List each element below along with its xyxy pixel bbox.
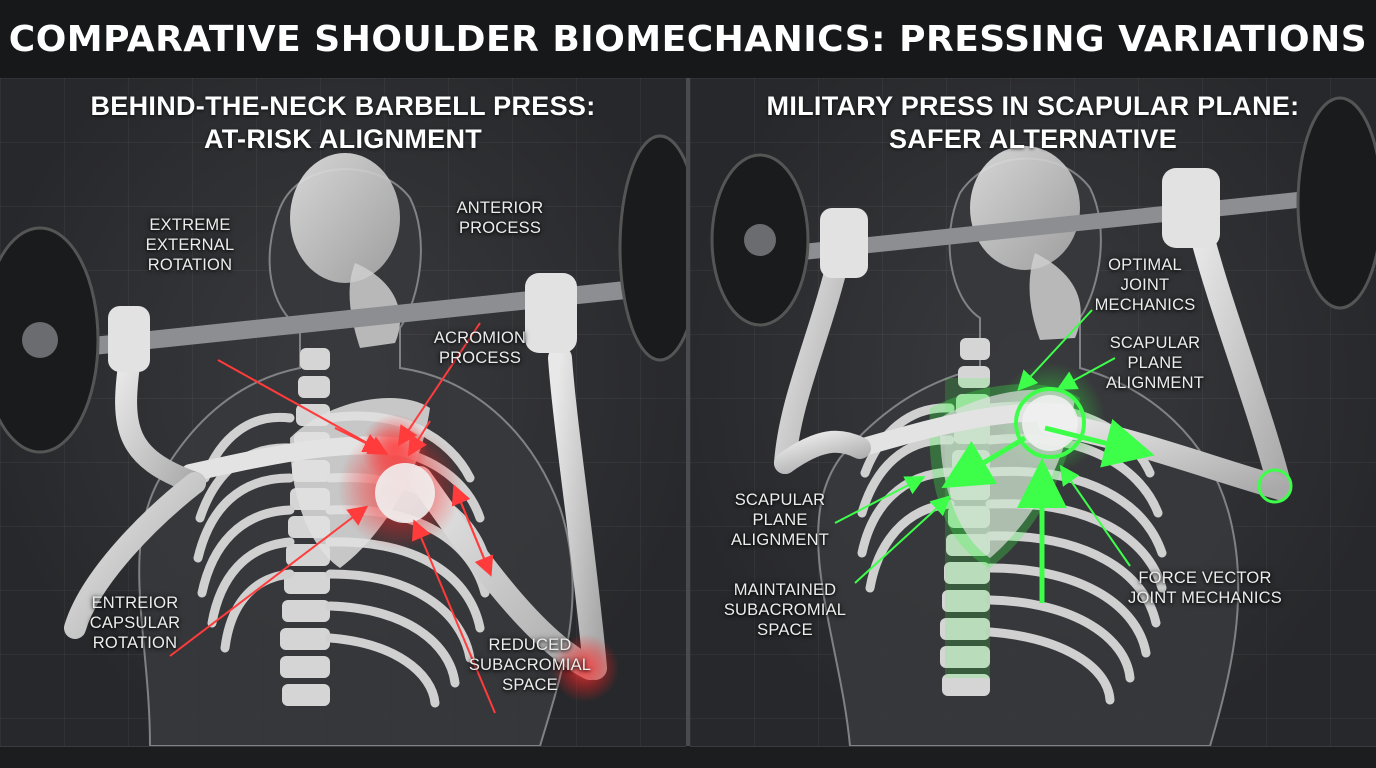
label-line: ROTATION [92,634,178,652]
label-line: SPACE [757,621,813,639]
label-line: ENTREIOR [91,594,179,612]
label-line: ALIGNMENT [1105,374,1205,392]
label-maintained-subacromial-space: MAINTAINED SUBACROMIAL SPACE [710,580,860,640]
right-leader-lines [834,309,1131,584]
label-entreior-capsular-rotation: ENTREIOR CAPSULAR ROTATION [75,593,195,653]
label-line: ROTATION [147,256,233,274]
label-line: SCAPULAR [1109,334,1201,352]
label-line: SPACE [502,676,558,694]
label-force-vector-joint-mechanics: FORCE VECTOR JOINT MECHANICS [1115,568,1295,608]
right-skeleton-illustration [710,96,1376,746]
label-line: JOINT MECHANICS [1128,589,1282,607]
elbow-glow [551,634,619,702]
left-heading-line-2: AT-RISK ALIGNMENT [203,124,483,154]
label-scapular-plane-alignment-left: SCAPULAR PLANE ALIGNMENT [720,490,840,550]
left-leader-lines [169,322,496,714]
left-panel-heading: BEHIND-THE-NECK BARBELL PRESS: AT-RISK A… [0,90,686,156]
right-heading-line-1: MILITARY PRESS IN SCAPULAR PLANE: [766,91,1300,121]
label-line: PLANE [752,511,808,529]
title-bar: COMPARATIVE SHOULDER BIOMECHANICS: PRESS… [0,0,1376,78]
barbell [0,134,686,454]
label-line: ACROMION [433,329,527,347]
label-line: CAPSULAR [89,614,181,632]
main-title: COMPARATIVE SHOULDER BIOMECHANICS: PRESS… [8,18,1368,60]
label-line: ALIGNMENT [730,531,830,549]
label-extreme-external-rotation: EXTREME EXTERNAL ROTATION [130,215,250,275]
label-line: SUBACROMIAL [723,601,847,619]
label-line: EXTREME [149,216,231,234]
right-panel-heading: MILITARY PRESS IN SCAPULAR PLANE: SAFER … [690,90,1376,156]
label-line: PROCESS [438,349,522,367]
elbow-ring [1257,468,1293,504]
label-line: REDUCED [488,636,572,654]
label-line: SUBACROMIAL [468,656,592,674]
barbell [710,96,1376,327]
right-hand [1162,168,1220,248]
left-panel: BEHIND-THE-NECK BARBELL PRESS: AT-RISK A… [0,78,686,747]
jaw [349,263,401,348]
label-line: SCAPULAR [734,491,826,509]
label-reduced-subacromial-space: REDUCED SUBACROMIAL SPACE [455,635,605,695]
label-acromion-process: ACROMION PROCESS [420,328,540,368]
humeral-head [1022,395,1078,451]
right-panel: MILITARY PRESS IN SCAPULAR PLANE: SAFER … [690,78,1376,747]
label-line: ANTERIOR [456,199,544,217]
left-skeleton-illustration [0,134,686,746]
label-line: PROCESS [458,219,542,237]
label-line: JOINT [1120,276,1170,294]
skull [290,153,400,283]
label-line: MECHANICS [1094,296,1196,314]
left-hand [820,208,868,278]
left-arm [774,242,871,474]
label-line: OPTIMAL [1108,256,1182,274]
humeral-head [375,463,435,523]
label-scapular-plane-alignment-top: SCAPULAR PLANE ALIGNMENT [1095,333,1215,393]
jaw [1029,253,1081,340]
label-optimal-joint-mechanics: OPTIMAL JOINT MECHANICS [1085,255,1205,315]
bottom-strip [0,747,1376,768]
skull [970,146,1080,270]
panel-divider [686,78,690,746]
left-arm [64,347,206,639]
label-line: MAINTAINED [733,581,837,599]
right-heading-line-2: SAFER ALTERNATIVE [888,124,1178,154]
right-arm [1038,216,1292,500]
left-hand [108,306,150,372]
right-hand [525,273,577,353]
left-heading-line-1: BEHIND-THE-NECK BARBELL PRESS: [90,91,596,121]
label-anterior-process: ANTERIOR PROCESS [440,198,560,238]
force-vector-arrows [941,419,1155,603]
label-line: PLANE [1127,354,1183,372]
humeral-head-ring [1014,387,1086,459]
label-line: EXTERNAL [145,236,235,254]
label-line: FORCE VECTOR [1138,569,1272,587]
